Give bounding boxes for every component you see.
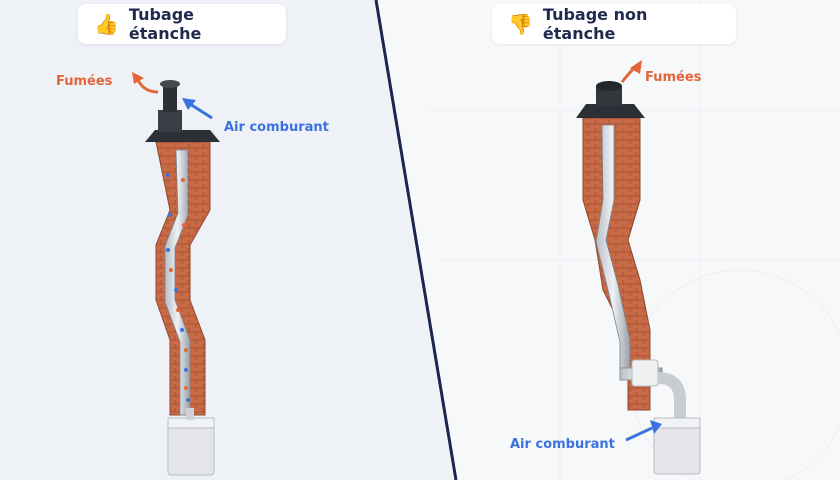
left-air-markers [166, 173, 190, 402]
right-air-arrow [625, 426, 653, 442]
left-chimney-cap [145, 130, 220, 142]
right-title-card: 👎 Tubage non étanche [492, 4, 736, 44]
divider-line [374, 0, 458, 480]
thumbs-up-icon: 👍 [94, 12, 119, 36]
left-fume-arrow [136, 79, 159, 94]
right-title: Tubage non étanche [542, 5, 648, 43]
right-brick-stack [582, 117, 651, 411]
right-air-label: Air comburant [510, 437, 615, 452]
left-fume-markers [169, 178, 188, 390]
left-air-arrow [189, 102, 213, 120]
left-air-label: Air comburant [224, 120, 329, 135]
left-title-card: 👍 Tubage étanche [78, 4, 286, 44]
right-fumes-label: Fumées [645, 70, 702, 85]
left-title: Tubage étanche [128, 5, 202, 43]
thumbs-down-icon: 👎 [508, 12, 533, 36]
right-chimney-cap [576, 104, 645, 118]
right-boiler [653, 423, 701, 475]
left-fumes-label: Fumées [56, 74, 113, 89]
left-brick-stack [155, 141, 211, 416]
